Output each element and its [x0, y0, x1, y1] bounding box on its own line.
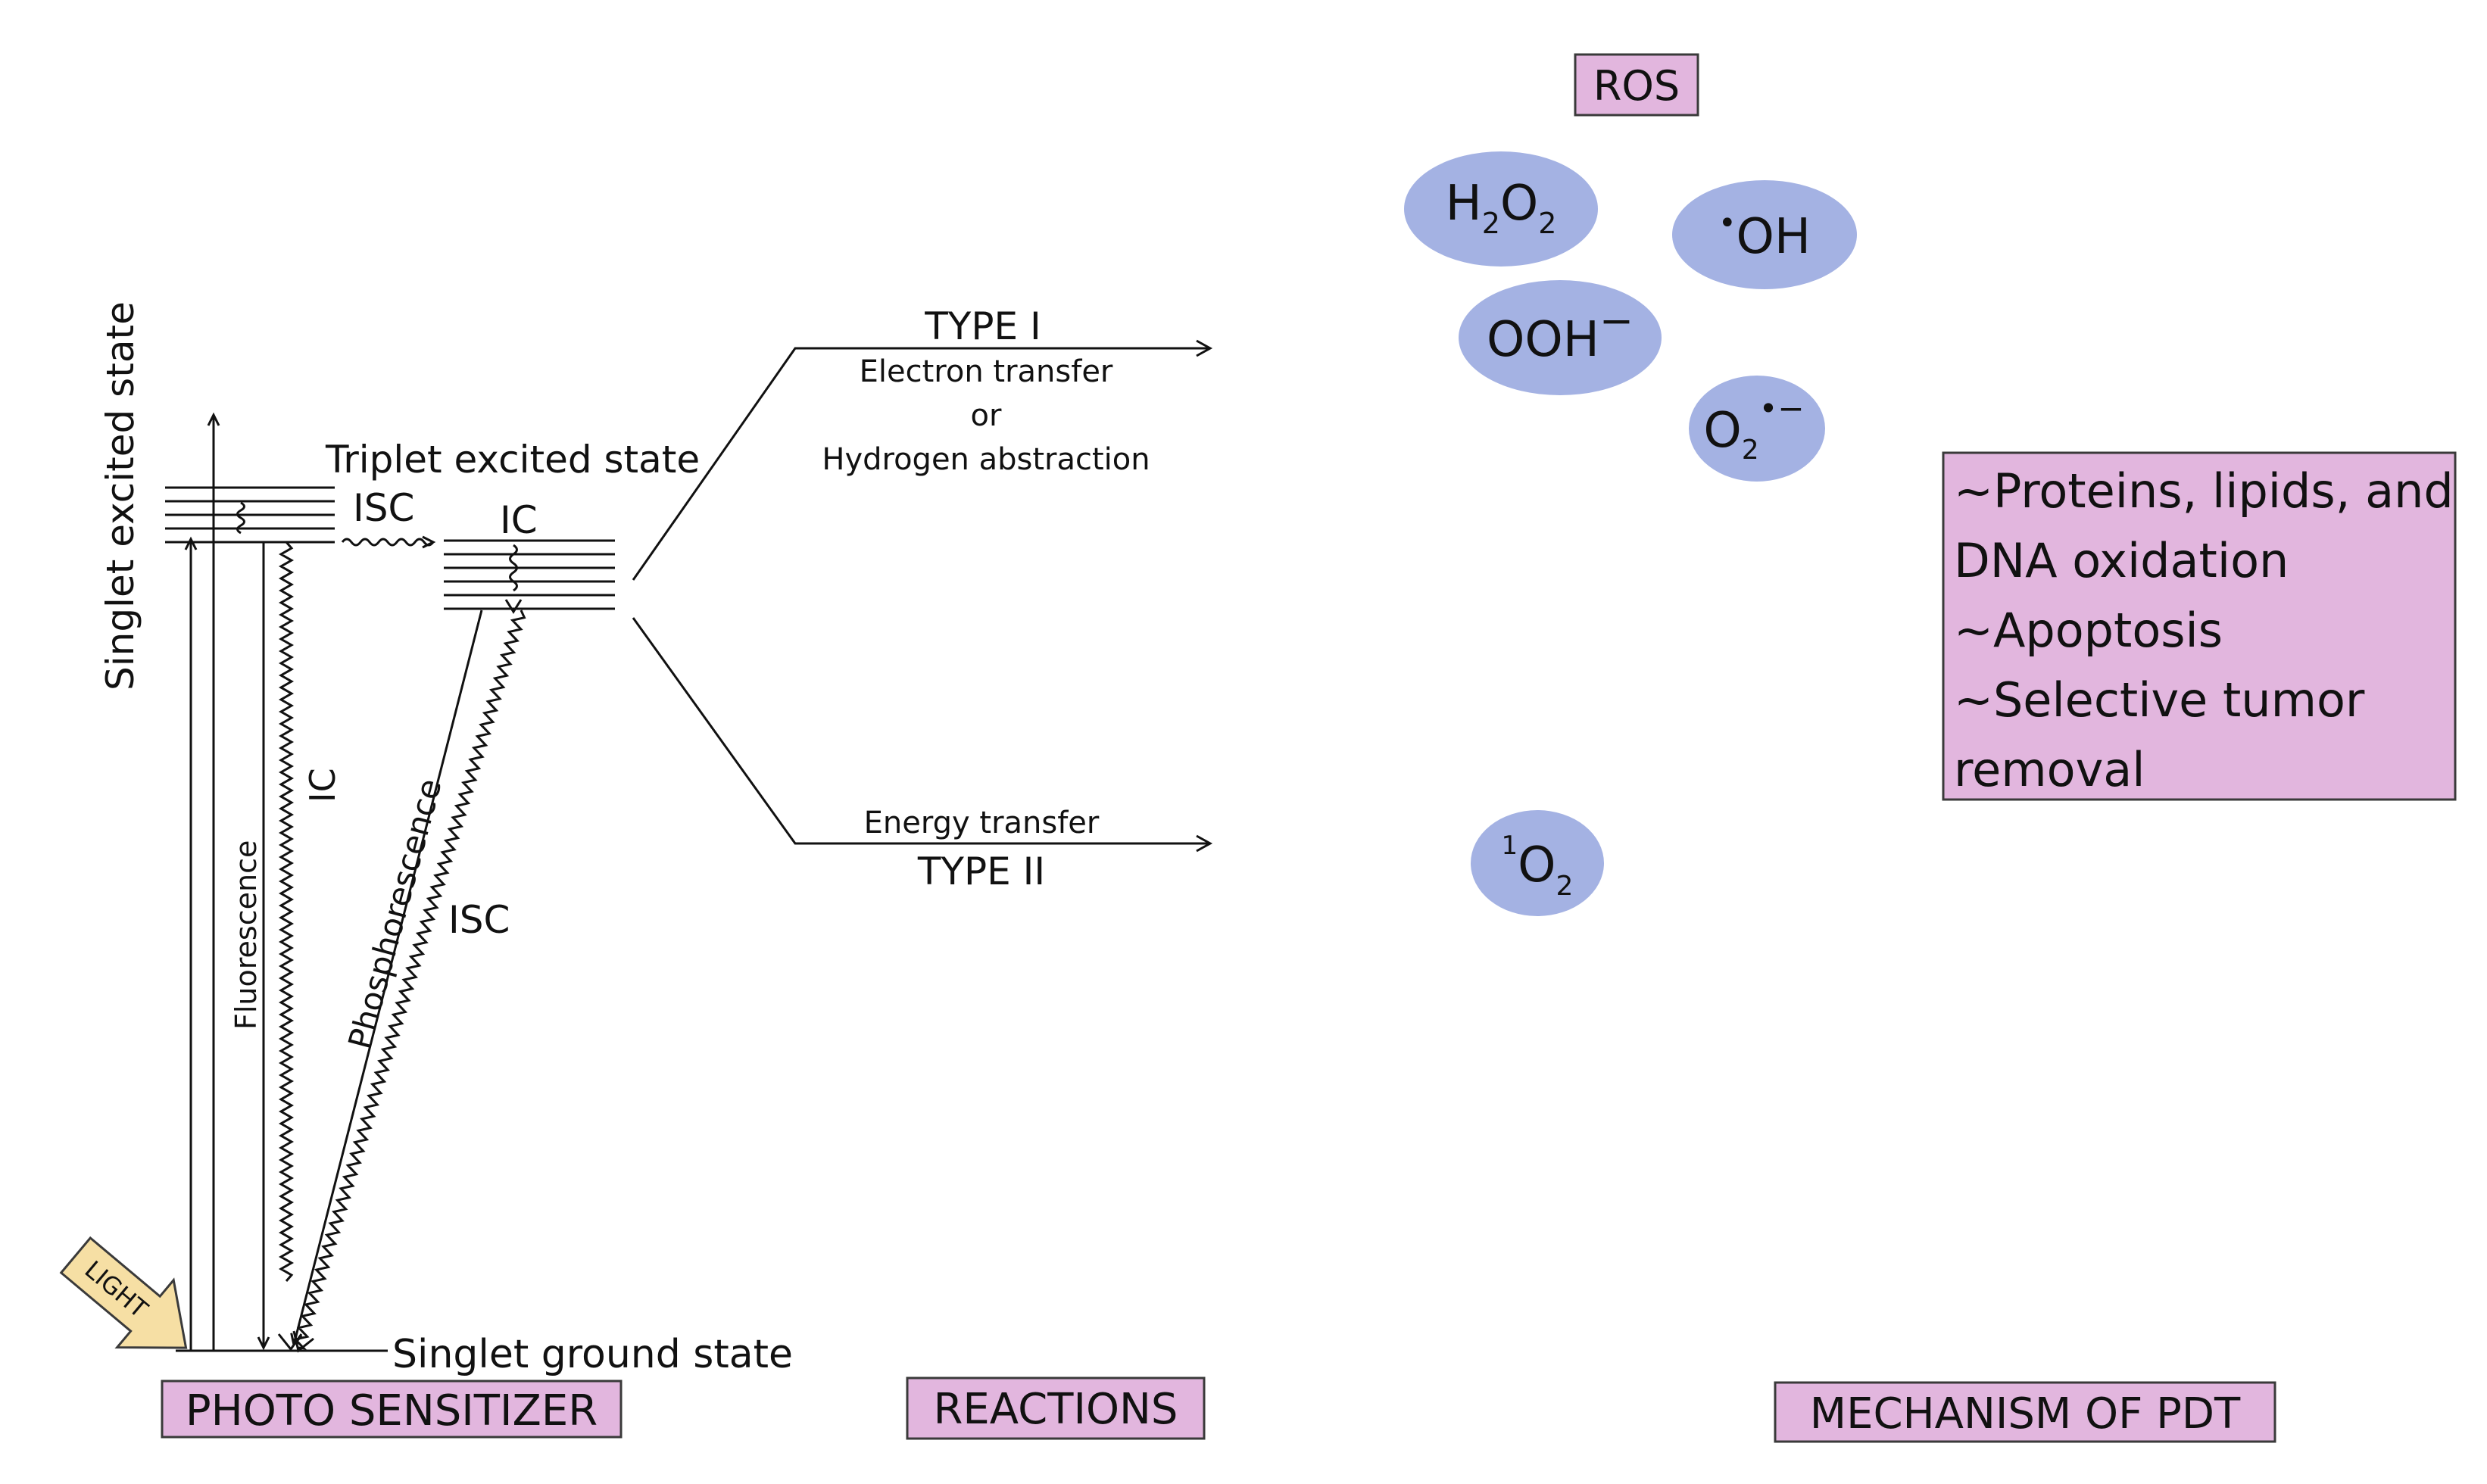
type2-line1: Energy transfer: [864, 806, 1100, 840]
reactions-label: REACTIONS: [934, 1385, 1178, 1434]
singlet-excited-levels: [165, 486, 335, 544]
h2o2-h: H: [1446, 176, 1482, 232]
ros-superoxide: O2•−: [1689, 376, 1825, 482]
ros-label-box: ROS: [1574, 53, 1699, 117]
oh-base: OH: [1737, 209, 1811, 265]
fluorescence-label: Fluorescence: [229, 840, 263, 1030]
type1-line1: Electron transfer: [860, 354, 1113, 389]
effects-box: ~Proteins, lipids, and DNA oxidation ~Ap…: [1942, 451, 2457, 801]
mechanism-label: MECHANISM OF PDT: [1810, 1389, 2241, 1439]
ros-species: H2O2 •OH OOH− O2•− 1O2: [1404, 151, 1857, 916]
ooh-charge: −: [1599, 297, 1634, 344]
triplet-isc-wavy-arrow: [293, 610, 526, 1350]
singlet-ground-label: Singlet ground state: [392, 1332, 793, 1377]
effect-line-5: removal: [1954, 742, 2145, 797]
isc-top-label: ISC: [353, 486, 414, 530]
isc-wavy-arrow: [341, 538, 435, 554]
jablonski-diagram: LIGHT Singlet excited state Triplet exci…: [59, 301, 793, 1377]
ooh-base: OOH: [1487, 312, 1599, 368]
singlet-o2-prefix: 1: [1502, 831, 1518, 861]
singlet-o2-sub: 2: [1556, 871, 1574, 902]
effect-line-3: ~Apoptosis: [1954, 603, 2223, 658]
superoxide-sub: 2: [1742, 435, 1759, 466]
triplet-excited-label: Triplet excited state: [325, 438, 700, 482]
triplet-excited-levels: [444, 539, 615, 610]
singlet-ic-squiggle: [236, 501, 245, 535]
type1-line3: Hydrogen abstraction: [822, 442, 1150, 477]
svg-text:•OH: •OH: [1718, 206, 1811, 265]
superoxide-o: O: [1703, 403, 1741, 459]
type2-pathway-arrow: [632, 617, 1213, 853]
phosphorescence-arrow: [290, 610, 483, 1348]
ros-singlet-oxygen: 1O2: [1471, 810, 1604, 916]
photosensitizer-label-box: PHOTO SENSITIZER: [161, 1380, 623, 1439]
mechanism-label-box: MECHANISM OF PDT: [1774, 1381, 2276, 1443]
h2o2-sub1: 2: [1482, 207, 1500, 240]
triplet-ic-squiggle: [509, 544, 518, 592]
type2-title: TYPE II: [917, 850, 1045, 893]
h2o2-sub2: 2: [1538, 207, 1556, 240]
ros-ooh: OOH−: [1459, 280, 1662, 395]
superoxide-charge: •−: [1759, 390, 1805, 427]
isc-lower-label: ISC: [448, 898, 510, 942]
singlet-ic-wavy-arrow: [278, 541, 295, 1282]
effect-line-2: DNA oxidation: [1954, 533, 2289, 588]
phosphorescence-label: Phosphorescence: [341, 775, 448, 1052]
ros-label: ROS: [1593, 62, 1680, 110]
svg-text:H2O2: H2O2: [1446, 176, 1557, 240]
effect-line-1: ~Proteins, lipids, and: [1954, 463, 2454, 519]
ic-triplet-label: IC: [500, 498, 538, 542]
h2o2-o: O: [1500, 176, 1538, 232]
ros-h2o2: H2O2: [1404, 151, 1598, 267]
type1-line2: or: [971, 398, 1002, 433]
reaction-pathways: TYPE I Electron transfer or Hydrogen abs…: [632, 304, 1213, 893]
svg-text:O2•−: O2•−: [1703, 390, 1804, 466]
svg-text:1O2: 1O2: [1502, 831, 1574, 902]
oh-radical-dot: •: [1718, 206, 1737, 241]
type1-pathway-arrow: [632, 339, 1213, 581]
singlet-excited-label: Singlet excited state: [98, 301, 142, 691]
effect-line-4: ~Selective tumor: [1954, 672, 2365, 728]
ic-singlet-label: IC: [302, 768, 343, 803]
singlet-o2-o: O: [1518, 837, 1556, 893]
photosensitizer-label: PHOTO SENSITIZER: [186, 1386, 598, 1436]
svg-text:OOH−: OOH−: [1487, 297, 1634, 368]
type1-title: TYPE I: [924, 304, 1041, 348]
light-arrow-icon: LIGHT: [59, 1236, 188, 1349]
reactions-label-box: REACTIONS: [906, 1376, 1206, 1440]
ros-hydroxyl: •OH: [1672, 180, 1857, 289]
